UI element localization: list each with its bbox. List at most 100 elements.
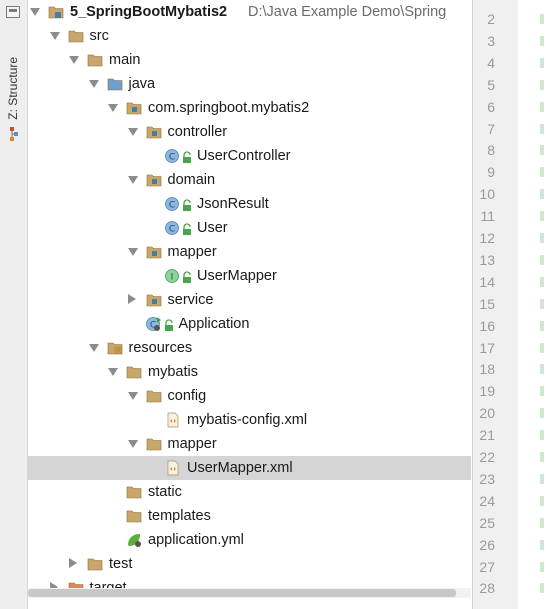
line-number: 13 bbox=[479, 251, 495, 268]
tree-row[interactable]: domain bbox=[28, 168, 471, 192]
fold-marker bbox=[540, 254, 544, 265]
line-number: 4 bbox=[487, 54, 495, 71]
line-number: 21 bbox=[479, 427, 495, 444]
expanded-arrow-icon[interactable] bbox=[108, 368, 118, 376]
tree-row[interactable]: 5_SpringBootMybatis2 D:\Java Example Demo… bbox=[28, 0, 471, 24]
tree-row[interactable]: main bbox=[28, 48, 471, 72]
class-icon: C bbox=[165, 149, 179, 163]
tree-row[interactable]: service bbox=[28, 288, 471, 312]
line-number: 9 bbox=[487, 164, 495, 181]
tree-item-label: static bbox=[148, 484, 182, 500]
package-icon bbox=[146, 294, 161, 307]
tree-row[interactable]: static bbox=[28, 480, 471, 504]
collapsed-arrow-icon[interactable] bbox=[127, 294, 136, 304]
tree-row[interactable]: src bbox=[28, 24, 471, 48]
tree-row[interactable]: java bbox=[28, 72, 471, 96]
folder-icon bbox=[68, 30, 83, 43]
tree-item-label: 5_SpringBootMybatis2 bbox=[70, 4, 228, 20]
line-number: 18 bbox=[479, 361, 495, 378]
svg-text:C: C bbox=[169, 153, 175, 163]
structure-icon bbox=[10, 127, 18, 141]
expanded-arrow-icon[interactable] bbox=[127, 440, 138, 448]
access-lock-icon bbox=[183, 271, 191, 283]
tree-item-label: mapper bbox=[167, 436, 217, 452]
fold-marker bbox=[540, 583, 544, 594]
expanded-arrow-icon[interactable] bbox=[88, 80, 99, 88]
line-number: 20 bbox=[479, 405, 495, 422]
tree-row[interactable]: mybatis-config.xml bbox=[28, 408, 471, 432]
tree-item-label: User bbox=[197, 220, 228, 236]
folder-icon bbox=[146, 438, 161, 451]
tree-row[interactable]: resources bbox=[28, 336, 471, 360]
expanded-arrow-icon[interactable] bbox=[30, 8, 40, 16]
expanded-arrow-icon[interactable] bbox=[127, 248, 138, 256]
tree-row[interactable]: templates bbox=[28, 504, 471, 528]
tree-item-label: mybatis bbox=[148, 364, 198, 380]
fold-marker bbox=[540, 276, 544, 287]
tree-row[interactable]: UserMapper.xml bbox=[28, 456, 471, 480]
project-path: D:\Java Example Demo\Spring bbox=[248, 4, 447, 20]
tree-item-label: resources bbox=[128, 340, 193, 356]
expanded-arrow-icon[interactable] bbox=[49, 32, 60, 40]
project-tool-icon[interactable] bbox=[6, 6, 20, 18]
tree-row[interactable]: config bbox=[28, 384, 471, 408]
line-number: 24 bbox=[479, 492, 495, 509]
expanded-arrow-icon[interactable] bbox=[127, 176, 138, 184]
fold-marker bbox=[540, 495, 544, 506]
source-folder-icon bbox=[107, 78, 122, 91]
folder-icon bbox=[87, 54, 103, 67]
line-number: 2 bbox=[487, 11, 495, 27]
line-number: 26 bbox=[479, 536, 495, 553]
tree-row[interactable]: mapper bbox=[28, 432, 471, 456]
expanded-arrow-icon[interactable] bbox=[69, 56, 79, 64]
tree-row[interactable]: mapper bbox=[28, 240, 471, 264]
line-number: 27 bbox=[479, 558, 495, 575]
structure-tool-tab[interactable]: Z: Structure bbox=[4, 55, 24, 147]
svg-text:C: C bbox=[169, 225, 175, 235]
expanded-arrow-icon[interactable] bbox=[88, 344, 99, 352]
fold-marker bbox=[540, 364, 544, 375]
tree-item-label: mybatis-config.xml bbox=[187, 412, 308, 428]
tree-row[interactable]: com.springboot.mybatis2 bbox=[28, 96, 471, 120]
tree-row[interactable]: controller bbox=[28, 120, 471, 144]
resources-folder-icon bbox=[107, 342, 122, 355]
tree-item-label: test bbox=[109, 556, 133, 572]
tree-row[interactable]: application.yml bbox=[28, 528, 471, 552]
expanded-arrow-icon[interactable] bbox=[108, 104, 118, 112]
fold-marker bbox=[540, 430, 544, 441]
tree-horizontal-scrollbar[interactable] bbox=[28, 588, 471, 598]
collapsed-arrow-icon[interactable] bbox=[69, 558, 77, 568]
folder-icon bbox=[87, 558, 103, 571]
xml-file-icon bbox=[167, 412, 179, 428]
project-tree[interactable]: 5_SpringBootMybatis2 D:\Java Example Demo… bbox=[28, 0, 471, 609]
tree-row[interactable]: mybatis bbox=[28, 360, 471, 384]
fold-marker bbox=[540, 57, 544, 68]
expanded-arrow-icon[interactable] bbox=[127, 392, 138, 400]
line-number: 12 bbox=[479, 230, 495, 246]
fold-marker bbox=[540, 101, 544, 112]
line-number: 28 bbox=[479, 580, 495, 597]
fold-marker bbox=[540, 145, 544, 156]
expanded-arrow-icon[interactable] bbox=[127, 128, 138, 136]
collapsed-arrow-icon[interactable] bbox=[49, 582, 58, 592]
interface-icon: I bbox=[165, 269, 179, 283]
tree-row[interactable]: C User bbox=[28, 216, 471, 240]
class-icon: C bbox=[165, 197, 179, 211]
class-icon: C bbox=[165, 221, 179, 235]
project-module-icon bbox=[48, 6, 64, 19]
fold-marker bbox=[540, 561, 544, 572]
scrollbar-thumb[interactable] bbox=[28, 589, 456, 597]
fold-marker bbox=[540, 452, 544, 462]
fold-marker bbox=[540, 123, 544, 134]
tree-row[interactable]: test bbox=[28, 552, 471, 576]
line-number: 14 bbox=[479, 273, 495, 290]
tree-item-label: com.springboot.mybatis2 bbox=[148, 100, 310, 116]
fold-marker bbox=[540, 233, 544, 243]
tree-item-label: config bbox=[167, 388, 207, 404]
svg-text:C: C bbox=[149, 321, 155, 331]
